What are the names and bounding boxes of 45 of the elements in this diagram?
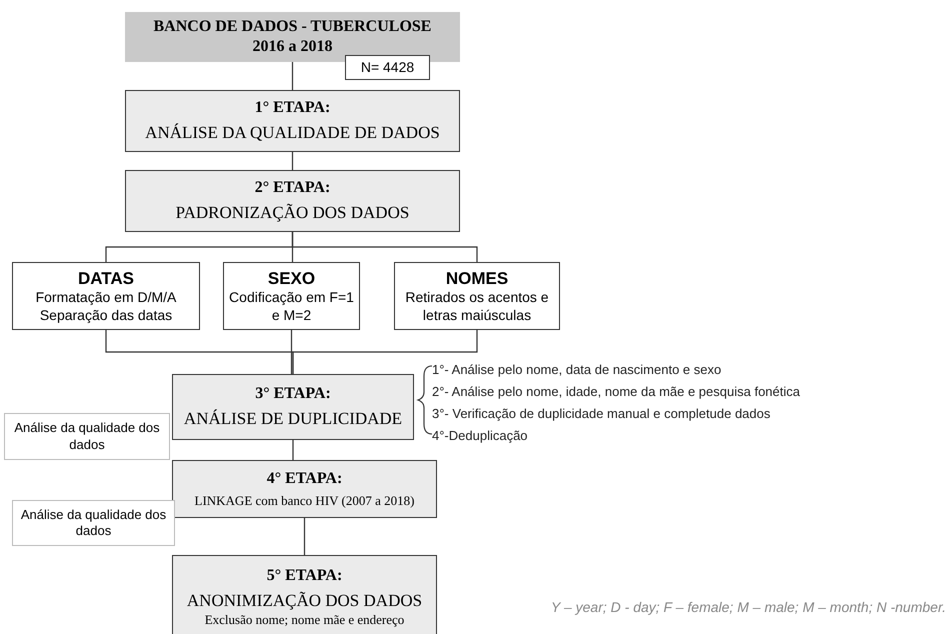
box-text: LINKAGE com banco HIV (2007 a 2018) <box>194 492 414 510</box>
box-text: Codificação em F=1 e M=2 <box>228 289 355 324</box>
connector-line <box>292 232 478 262</box>
connector-line <box>290 330 292 374</box>
stage-box <box>125 90 460 152</box>
box-text: Análise da qualidade dos dados <box>13 420 161 453</box>
footnote: Y – year; D - day; F – female; M – male; M – month; N -number. <box>550 598 946 617</box>
box-heading: 3° ETAPA: <box>255 384 331 404</box>
stage-box <box>172 460 437 518</box>
box-text: N= 4428 <box>360 58 414 76</box>
note-box <box>12 500 175 546</box>
box-text: Exclusão nome; nome mãe e endereço <box>204 612 404 628</box>
box-text: BANCO DE DADOS - TUBERCULOSE 2016 a 2018 <box>152 17 432 57</box>
connector-line <box>292 330 478 374</box>
note-box <box>4 413 170 460</box>
stage-box <box>125 170 460 232</box>
box-heading: DATAS <box>78 268 134 290</box>
connector-line <box>292 152 294 170</box>
connector-line <box>304 518 306 555</box>
database-header-box <box>125 12 460 62</box>
box-heading: 2° ETAPA: <box>254 178 330 198</box>
stage-box <box>172 374 414 440</box>
connector-line <box>292 440 294 460</box>
step-note: 2°- Análise pelo nome, idade, nome da mãe e pesquisa fonética <box>432 383 800 401</box>
step-note: 4°-Deduplicação <box>432 427 528 445</box>
box-text: ANONIMIZAÇÃO DOS DADOS <box>186 590 422 612</box>
info-box <box>12 262 200 330</box>
info-box <box>394 262 560 330</box>
box-heading: 1° ETAPA: <box>254 98 330 118</box>
box-heading: NOMES <box>446 268 508 290</box>
step-note: 1°- Análise pelo nome, data de nascimento e sexo <box>432 361 722 379</box>
box-heading: 4° ETAPA: <box>266 468 342 489</box>
stage-box <box>172 555 437 634</box>
box-text: ANÁLISE DA QUALIDADE DE DADOS <box>145 122 440 144</box>
box-text: ANÁLISE DE DUPLICIDADE <box>184 408 402 430</box>
info-box <box>345 55 430 80</box>
box-text: Análise da qualidade dos dados <box>20 506 168 540</box>
box-text: Retirados os acentos e letras maiúsculas <box>404 289 550 324</box>
box-text: PADRONIZAÇÃO DOS DADOS <box>176 202 410 224</box>
box-heading: SEXO <box>268 268 316 290</box>
step-note: 3°- Verificação de duplicidade manual e completude dados <box>432 405 770 423</box>
info-box <box>223 262 360 330</box>
box-heading: 5° ETAPA: <box>266 566 342 586</box>
box-text: Formatação em D/M/A Separação das datas <box>34 289 178 324</box>
connector-line <box>292 62 294 90</box>
